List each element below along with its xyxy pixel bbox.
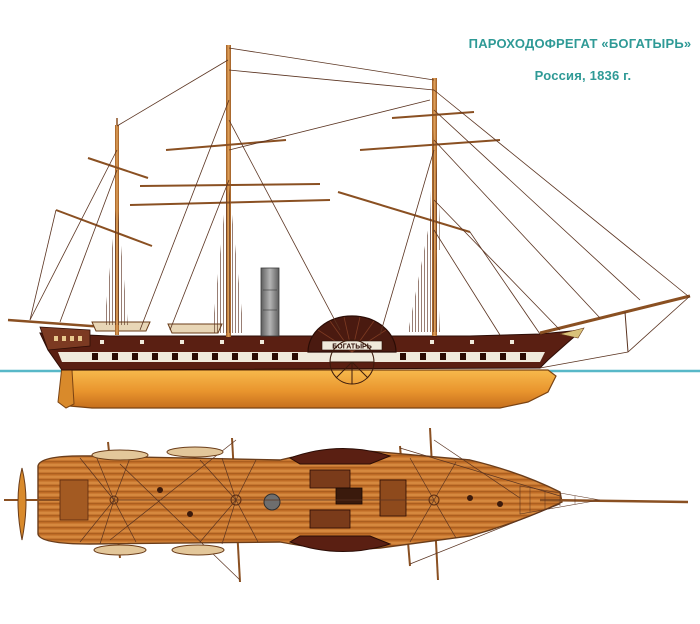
white-strake <box>58 352 545 362</box>
lower-hull <box>61 369 557 409</box>
bowsprit <box>539 294 691 335</box>
side-elevation: БОГАТЫРЬ <box>0 45 700 409</box>
plate-title: ПАРОХОДОФРЕГАТ «БОГАТЫРЬ» <box>468 36 692 51</box>
figurehead <box>559 327 585 339</box>
paddle-box-nameboard <box>321 340 383 351</box>
plan-sponson-top <box>288 447 392 465</box>
deck-plan <box>4 427 689 583</box>
upper-ports <box>100 340 514 344</box>
bow-rigging <box>539 295 691 369</box>
paddle-box-name: БОГАТЫРЬ <box>332 344 372 351</box>
rigging-lines <box>29 47 689 336</box>
plan-boats <box>91 446 225 556</box>
plan-stern-boat <box>17 467 27 541</box>
plan-fittings <box>59 469 503 529</box>
gunports <box>92 353 526 360</box>
plan-jib-net <box>519 485 601 515</box>
rudder <box>57 365 75 409</box>
martingale <box>624 311 629 353</box>
paddle-wheel <box>329 339 375 385</box>
plan-bowsprit <box>539 498 689 504</box>
plan-rigging <box>79 439 561 581</box>
stern-windows <box>54 336 82 341</box>
funnel <box>260 267 280 337</box>
plate-caption: ПАРОХОДОФРЕГАТ «БОГАТЫРЬ» Россия, 1836 г… <box>468 36 692 83</box>
shrouds <box>104 130 442 333</box>
plate-subtitle: Россия, 1836 г. <box>534 68 632 83</box>
plan-sponson-bottom <box>288 535 392 553</box>
